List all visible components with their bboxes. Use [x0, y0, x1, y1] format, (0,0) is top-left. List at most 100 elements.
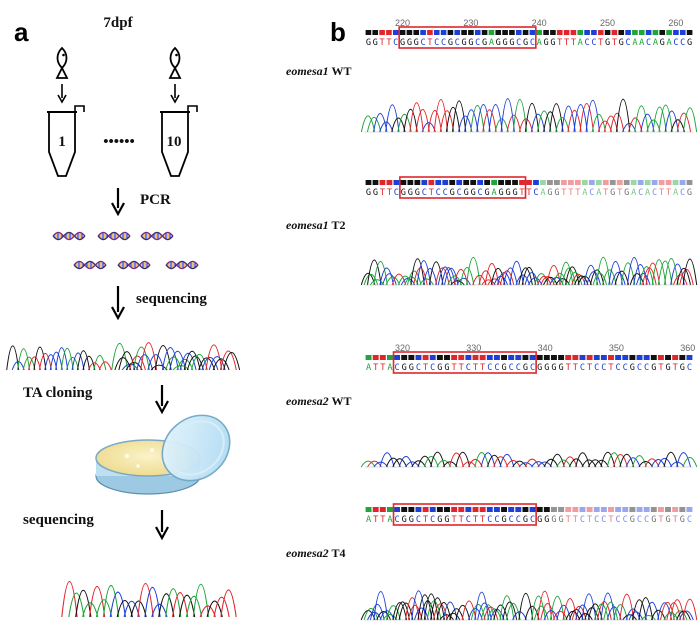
quality-bar [672, 180, 679, 185]
quality-bar [408, 355, 415, 360]
quality-bar [672, 507, 679, 512]
quality-bar [422, 355, 429, 360]
base-call: G [630, 515, 635, 525]
quality-bar [526, 180, 532, 185]
base-call: T [659, 188, 664, 198]
base-call: T [526, 188, 531, 198]
fish-icon [168, 46, 182, 79]
quality-bar [644, 180, 651, 185]
down-arrow-icon [111, 188, 125, 217]
quality-bar [422, 507, 429, 512]
base-call: A [666, 38, 672, 48]
base-call: C [394, 515, 399, 525]
base-call: A [366, 515, 372, 525]
quality-bar [529, 30, 536, 35]
base-call: C [580, 515, 585, 525]
quality-bar [447, 30, 454, 35]
quality-bar [481, 30, 488, 35]
quality-bar [579, 355, 586, 360]
base-call: T [568, 188, 573, 198]
chromatogram-trace [360, 590, 698, 621]
base-call: T [575, 188, 580, 198]
base-call: T [598, 38, 603, 48]
base-call: T [608, 363, 613, 373]
base-call: G [665, 515, 670, 525]
quality-bar [686, 180, 693, 185]
quality-bar [501, 507, 508, 512]
quality-bar [512, 180, 518, 185]
quality-bar [415, 355, 422, 360]
quality-bar [436, 507, 443, 512]
quality-bar [399, 30, 406, 35]
base-call: C [466, 515, 471, 525]
quality-bar [394, 355, 401, 360]
base-call: A [578, 38, 584, 48]
base-call: G [464, 188, 469, 198]
quality-bar [408, 507, 415, 512]
quality-bar [588, 180, 595, 185]
base-call: G [680, 363, 685, 373]
quality-bar [651, 180, 658, 185]
base-call: G [373, 38, 378, 48]
base-call: C [441, 38, 446, 48]
quality-bar [442, 180, 449, 185]
dna-helix-icon [140, 231, 174, 241]
step-sequencing-2: sequencing [23, 512, 94, 528]
quality-bar [638, 30, 645, 35]
step-sequencing-1: sequencing [136, 291, 207, 307]
chromatogram-trace [360, 257, 698, 286]
base-call: T [658, 363, 663, 373]
base-call: T [429, 188, 434, 198]
quality-bar [493, 355, 500, 360]
quality-bar [629, 507, 636, 512]
quality-bar [556, 30, 563, 35]
quality-bar [463, 180, 470, 185]
base-call: C [394, 363, 399, 373]
base-call: C [530, 363, 535, 373]
quality-bar [486, 507, 493, 512]
quality-bar [429, 355, 436, 360]
quality-bar [533, 180, 539, 185]
quality-bar [565, 355, 572, 360]
base-call: T [612, 38, 617, 48]
quality-bar [468, 30, 474, 35]
base-call: C [494, 363, 499, 373]
dna-helix-icon [73, 260, 107, 270]
quality-bar [608, 507, 614, 512]
quality-bar [386, 180, 393, 185]
base-call: G [544, 363, 549, 373]
base-call: C [623, 363, 628, 373]
base-call: G [660, 38, 665, 48]
base-call: A [387, 515, 393, 525]
quality-bar [574, 180, 581, 185]
base-call: G [461, 38, 466, 48]
dna-helix-icon [165, 260, 199, 270]
dna-helix-icon [97, 231, 131, 241]
base-call: G [610, 188, 615, 198]
quality-bar [508, 507, 515, 512]
quality-bar [622, 355, 629, 360]
base-call: C [687, 515, 692, 525]
chromatogram-trace [360, 451, 698, 468]
quality-bar [679, 180, 686, 185]
panel-label-b: b [330, 17, 346, 47]
quality-bar [474, 30, 481, 35]
quality-bar [456, 180, 463, 185]
quality-bar [636, 507, 643, 512]
quality-bar [597, 30, 604, 35]
base-call: C [589, 188, 594, 198]
quality-bar [470, 180, 477, 185]
base-call: G [554, 188, 559, 198]
base-call: C [475, 38, 480, 48]
base-call: G [687, 38, 692, 48]
base-call: C [436, 188, 441, 198]
quality-bar [572, 507, 579, 512]
quality-bar [543, 30, 549, 35]
base-call: T [380, 515, 385, 525]
base-call: G [619, 38, 624, 48]
quality-bar [609, 180, 616, 185]
base-call: A [653, 38, 659, 48]
base-call: C [594, 363, 599, 373]
